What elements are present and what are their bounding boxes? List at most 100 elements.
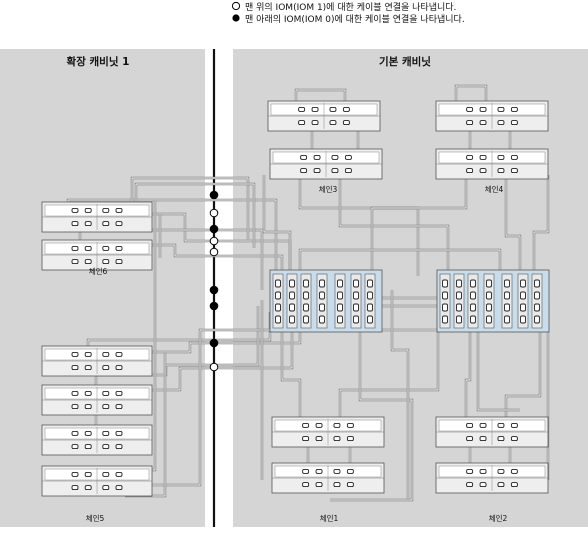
shelf-chain5-3-port-top-4	[115, 430, 123, 436]
controller-2-slot-3-port-1	[470, 279, 476, 288]
shelf-chain5-3-port-bottom-4	[115, 444, 123, 450]
shelf-chain5-3-port-top-3	[102, 430, 110, 436]
cable-core-14	[295, 89, 346, 110]
shelf-chain2-2-port-bottom-4	[510, 482, 518, 488]
controller-1-slot-4-port-4	[319, 315, 325, 324]
cable-core-10	[299, 170, 419, 276]
shelf-chain3-1-port-bottom-1	[298, 120, 306, 126]
shelf-chain4-1	[435, 100, 549, 132]
shelf-chain1-2	[271, 462, 385, 494]
shelf-chain3-1	[267, 100, 381, 132]
controller-1-slot-1-port-2	[275, 291, 281, 300]
shelf-chain5-2-port-bottom-4	[115, 404, 123, 410]
shelf-chain4-2-port-top-1	[466, 154, 474, 160]
shelf-chain3-1-port-bottom-2	[311, 120, 319, 126]
legend: 맨 위의 IOM(IOM 1)에 대한 케이블 연결을 나타냅니다. 맨 아래의…	[231, 1, 465, 25]
shelf-chain1-2-port-bottom-4	[346, 482, 354, 488]
shelf-chain6-2-port-top-3	[102, 245, 110, 251]
shelf-chain5-4-port-top-3	[102, 471, 110, 477]
cable-core-15	[263, 175, 291, 272]
controller-2-slot-2-port-3	[456, 303, 462, 312]
legend-filled-marker	[232, 14, 240, 22]
shelf-chain6-2-port-bottom-2	[84, 259, 92, 265]
controller-2-slot-6-port-3	[520, 303, 526, 312]
controller-1-slot-6-port-3	[353, 303, 359, 312]
controller-2-slot-7-port-4	[534, 315, 540, 324]
controller-2-slot-1-port-4	[442, 315, 448, 324]
controller-1-slot-3-port-1	[303, 279, 309, 288]
iom0-marker-3	[209, 224, 219, 234]
controller-2-slot-5	[501, 273, 513, 329]
shelf-chain4-2-port-top-4	[510, 154, 518, 160]
shelf-chain5-1-port-bottom-2	[84, 365, 92, 371]
controller-2-slot-3-port-3	[470, 303, 476, 312]
controller-1-slot-1	[272, 273, 284, 329]
controller-1-slot-3-port-2	[303, 291, 309, 300]
controller-1-slot-2-port-2	[289, 291, 295, 300]
shelf-chain2-1-port-bottom-4	[510, 436, 518, 442]
chain-2-label: 체인2	[489, 513, 508, 523]
shelf-chain1-1-port-bottom-4	[346, 436, 354, 442]
shelf-chain3-2-port-top-4	[344, 154, 352, 160]
controllers	[269, 269, 550, 333]
shelf-chain5-3-port-bottom-1	[71, 444, 79, 450]
shelf-chain3-2-port-bottom-1	[300, 168, 308, 174]
shelf-chain5-2-port-top-3	[102, 390, 110, 396]
controller-2-slot-4-port-3	[486, 303, 492, 312]
shelf-chain3-2-port-top-2	[313, 154, 321, 160]
shelf-chain4-1-port-top-3	[497, 106, 505, 112]
shelf-chain5-2-port-bottom-3	[102, 404, 110, 410]
controller-1	[269, 269, 383, 333]
controller-2-slot-3	[467, 273, 479, 329]
controller-2-slot-1-port-3	[442, 303, 448, 312]
controller-1-slot-7-port-1	[367, 279, 373, 288]
shelf-chain4-1-port-top-2	[479, 106, 487, 112]
disk-shelves	[41, 100, 549, 497]
controller-1-slot-4-port-3	[319, 303, 325, 312]
shelf-chain3-2-port-bottom-3	[331, 168, 339, 174]
shelf-chain4-1-port-top-4	[510, 106, 518, 112]
controller-2-slot-4-port-1	[486, 279, 492, 288]
cable-core-17	[505, 170, 521, 276]
shelf-chain2-2-port-top-4	[510, 468, 518, 474]
shelf-chain5-4-port-top-1	[71, 471, 79, 477]
shelf-chain4-1-port-bottom-3	[497, 120, 505, 126]
shelf-chain2-2	[435, 462, 549, 494]
shelf-chain6-1	[41, 201, 153, 233]
shelf-chain2-1-port-bottom-2	[479, 436, 487, 442]
shelf-chain3-2-port-top-1	[300, 154, 308, 160]
shelf-chain1-1	[271, 416, 385, 448]
shelf-chain6-2-port-bottom-3	[102, 259, 110, 265]
shelf-chain5-2-port-top-1	[71, 390, 79, 396]
shelf-chain4-1-port-bottom-1	[466, 120, 474, 126]
shelf-chain5-3-port-top-2	[84, 430, 92, 436]
controller-2-slot-7-port-1	[534, 279, 540, 288]
controller-1-slot-4-port-2	[319, 291, 325, 300]
shelf-chain2-1	[435, 416, 549, 448]
shelf-chain5-1-port-bottom-1	[71, 365, 79, 371]
shelf-chain4-1-port-bottom-4	[510, 120, 518, 126]
controller-2-slot-3-port-4	[470, 315, 476, 324]
shelf-chain6-2-port-bottom-1	[71, 259, 79, 265]
shelf-chain5-4-port-top-2	[84, 471, 92, 477]
controller-1-slot-3-port-3	[303, 303, 309, 312]
controller-1-slot-2	[286, 273, 298, 329]
controller-2-slot-1-port-1	[442, 279, 448, 288]
shelf-chain5-2	[41, 384, 153, 416]
expansion-cabinet-title: 확장 캐비닛 1	[67, 55, 130, 68]
shelf-chain1-1-port-top-3	[333, 422, 341, 428]
controller-1-slot-1-port-4	[275, 315, 281, 324]
shelf-chain2-1-port-top-4	[510, 422, 518, 428]
shelf-chain5-2-port-bottom-2	[84, 404, 92, 410]
iom1-marker-4	[209, 236, 219, 246]
chain-4-label: 체인4	[485, 184, 504, 194]
shelf-chain3-2	[269, 148, 383, 180]
shelf-chain2-2-port-top-2	[479, 468, 487, 474]
shelf-chain1-2-port-bottom-3	[333, 482, 341, 488]
shelf-chain6-1-port-top-4	[115, 207, 123, 213]
iom0-marker-6	[209, 285, 219, 295]
cable-core-11	[339, 170, 449, 282]
shelf-chain4-2-port-bottom-1	[466, 168, 474, 174]
shelf-chain5-1-port-top-2	[84, 351, 92, 357]
controller-1-slot-3	[300, 273, 312, 329]
